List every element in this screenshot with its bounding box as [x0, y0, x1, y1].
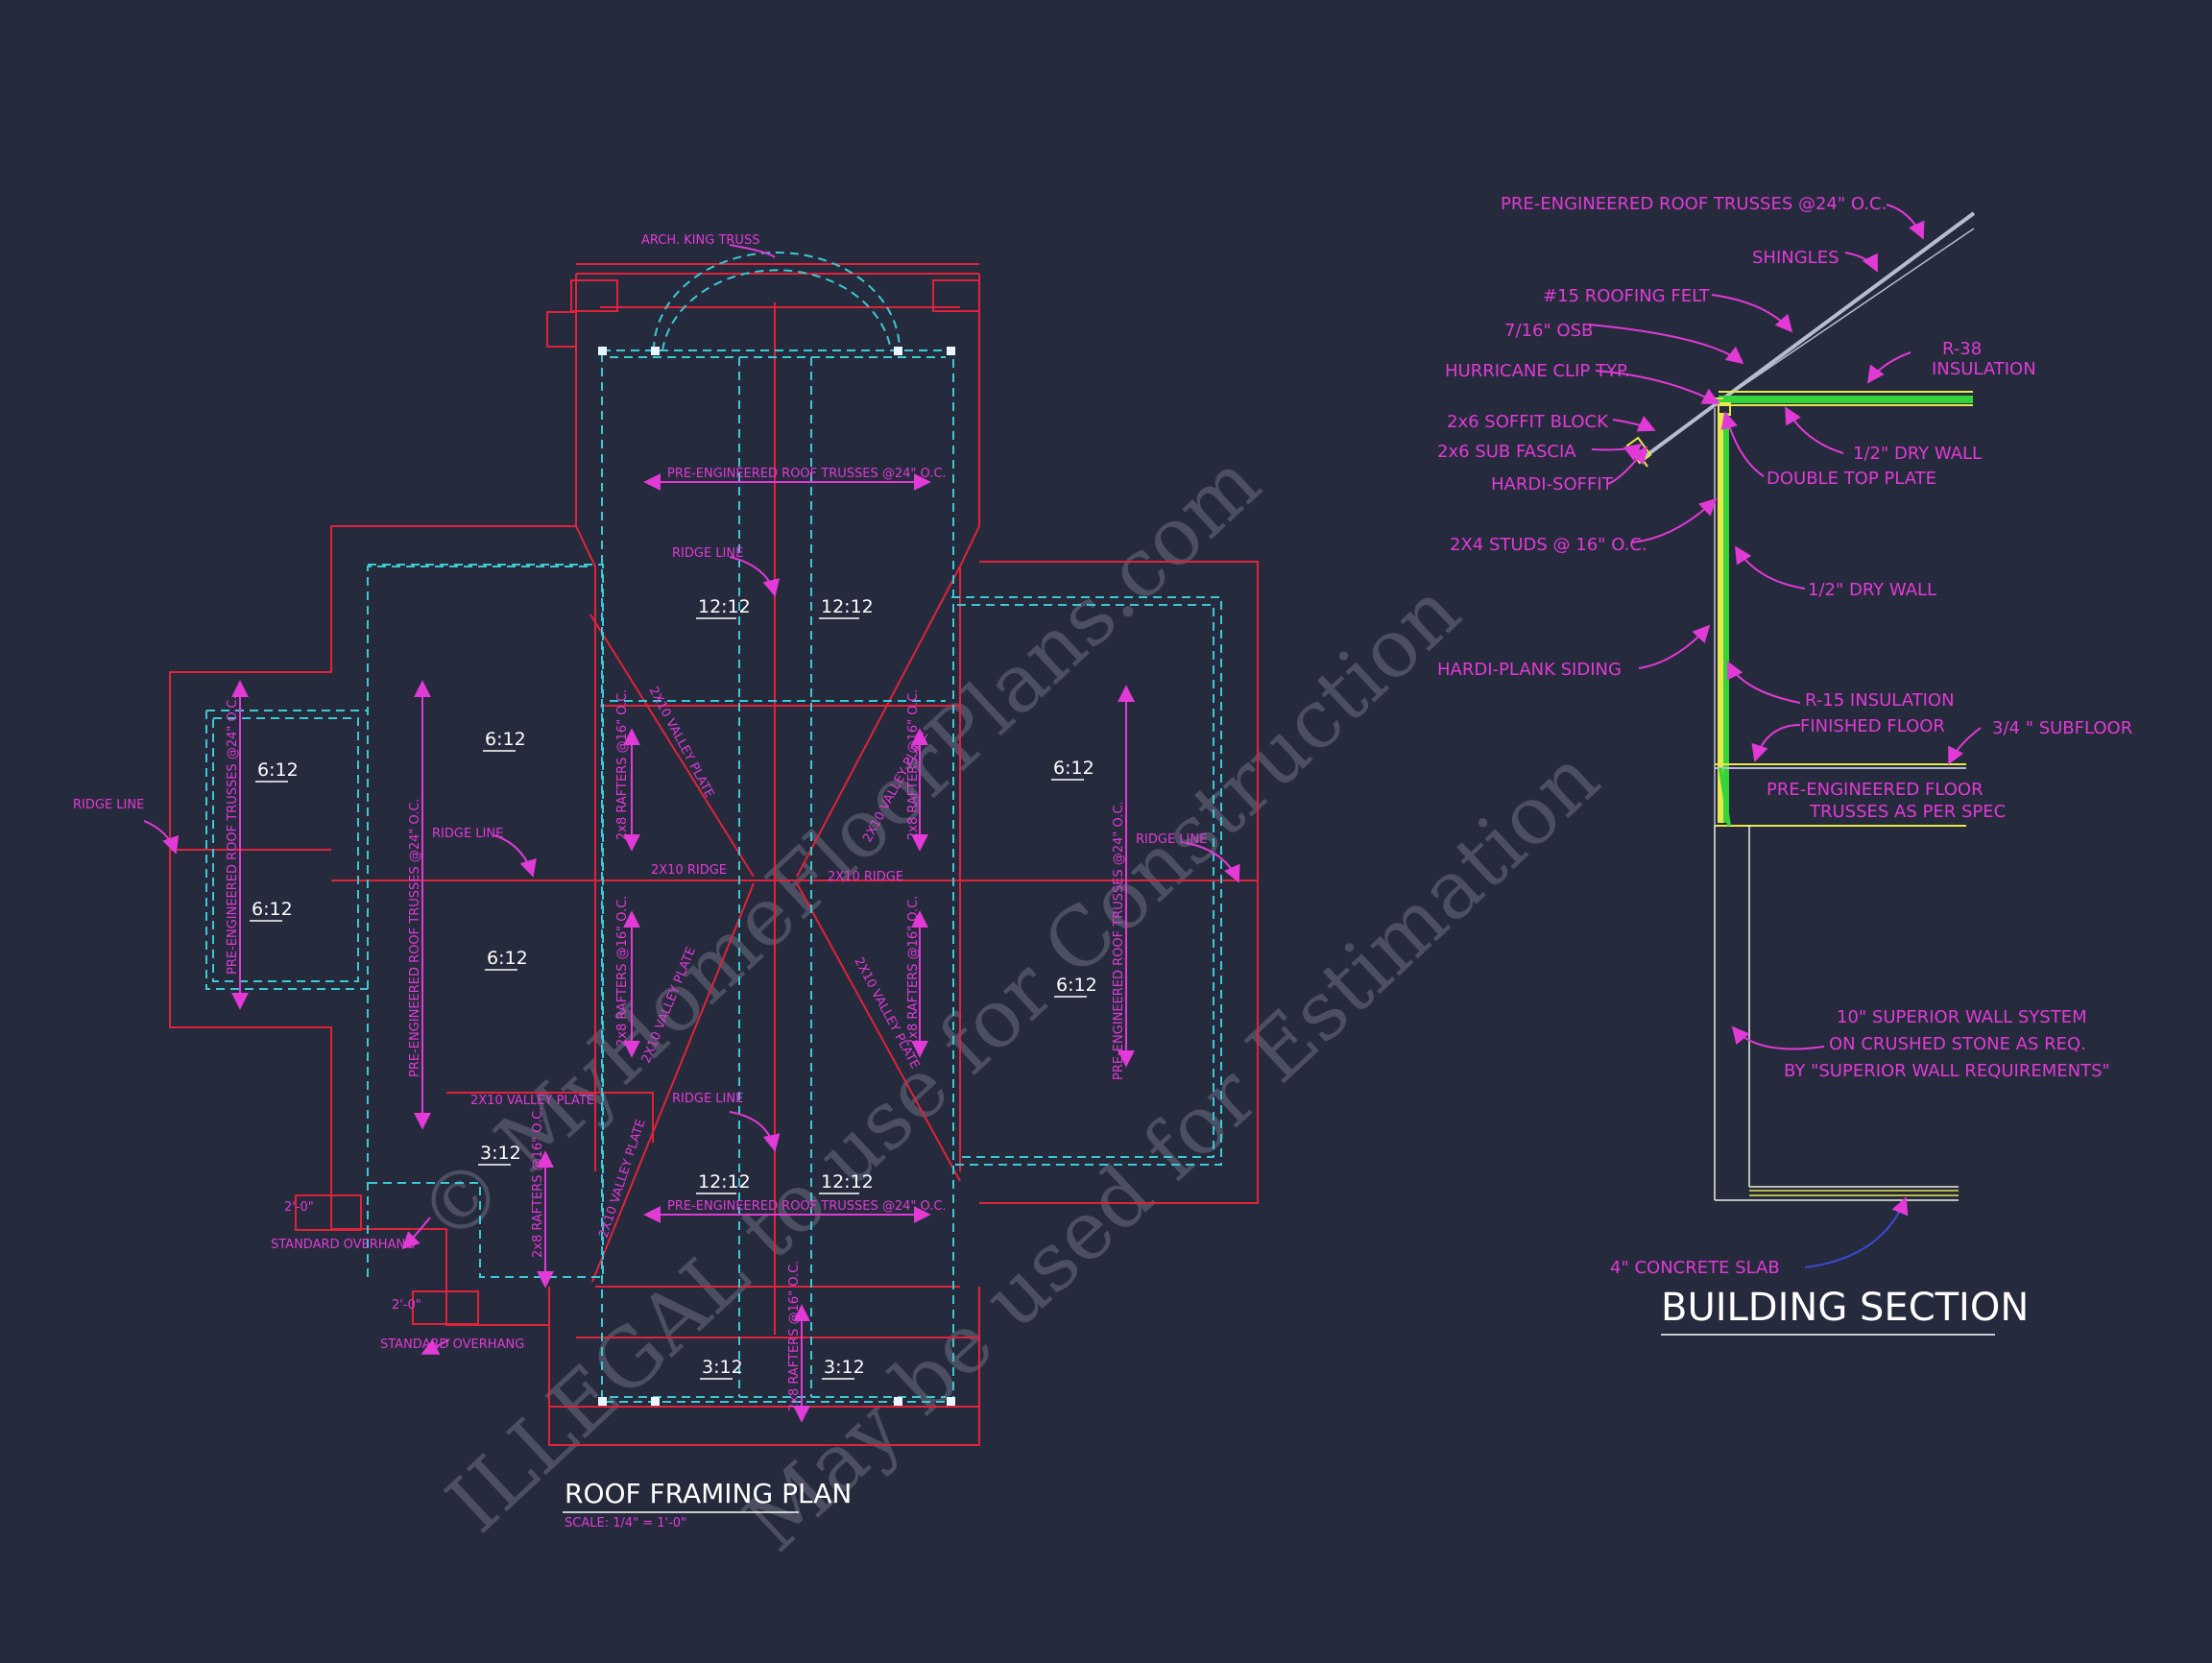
roof-plan-title: ROOF FRAMING PLAN [565, 1478, 852, 1509]
sub-fascia-label: 2x6 SUB FASCIA [1437, 442, 1576, 462]
pitch-label: 12:12 [698, 1171, 751, 1193]
hardi-soffit-label: HARDI-SOFFIT [1491, 474, 1614, 494]
valley-plate-note: 2X10 VALLEY PLATE [645, 685, 716, 801]
foundation-wall [1714, 826, 1959, 1201]
section-arrows [1588, 204, 1982, 1268]
ridge-line-note: RIDGE LINE [1136, 832, 1207, 847]
rafter-note: 2x8 RAFTERS @16" O.C. [615, 896, 630, 1047]
double-top-plate-label: DOUBLE TOP PLATE [1767, 469, 1936, 489]
finished-floor-label: FINISHED FLOOR [1800, 716, 1945, 736]
valley-plate-note: 2X10 VALLEY PLATE [597, 1118, 649, 1240]
rafter-note: 2x8 RAFTERS @16" O.C. [531, 1107, 545, 1258]
plan-notes: PRE-ENGINEERED ROOF TRUSSES @24" O.C. PR… [73, 233, 1207, 1352]
truss-note: PRE-ENGINEERED ROOF TRUSSES @24" O.C. [667, 467, 947, 481]
exterior-wall [1714, 402, 1731, 826]
pitch-label: 6:12 [487, 948, 528, 969]
hurricane-clip-label: HURRICANE CLIP TYP. [1445, 361, 1630, 381]
ridge-line-note: RIDGE LINE [672, 546, 743, 561]
pitch-label: 6:12 [485, 729, 526, 750]
pitch-label: 6:12 [252, 899, 293, 920]
subfloor-label: 3/4 " SUBFLOOR [1992, 718, 2132, 738]
overhang-note: STANDARD OVERHANG [271, 1238, 415, 1252]
ridge-line-note: RIDGE LINE [432, 827, 503, 841]
ceiling-drywall-label: 1/2" DRY WALL [1853, 444, 1982, 464]
ridge-note: 2X10 RIDGE [828, 870, 903, 884]
pitch-label: 12:12 [698, 596, 751, 617]
ceiling-joist [1714, 391, 1973, 406]
arch-king-truss-note: ARCH. KING TRUSS [641, 233, 759, 248]
overhang-dim: 2'-0" [284, 1200, 314, 1215]
overhang-dim: 2'-0" [392, 1298, 421, 1313]
pitch-label: 6:12 [1053, 758, 1094, 779]
r15-insulation-label: R-15 INSULATION [1805, 690, 1955, 711]
truss-note: PRE-ENGINEERED ROOF TRUSSES @24" O.C. [667, 1199, 947, 1214]
overhang-note: STANDARD OVERHANG [380, 1338, 524, 1352]
pitch-underlines [250, 617, 1087, 1380]
shingles-label: SHINGLES [1752, 248, 1839, 268]
rafter-note: 2x8 RAFTERS @16" O.C. [906, 896, 921, 1047]
section-labels: PRE-ENGINEERED ROOF TRUSSES @24" O.C. SH… [1437, 194, 2132, 1278]
wall-drywall-label: 1/2" DRY WALL [1808, 580, 1936, 600]
truss-note-right: PRE-ENGINEERED ROOF TRUSSES @24" O.C. [1112, 801, 1126, 1080]
plan-arrows [143, 244, 1240, 1423]
wall-system-label-2: ON CRUSHED STONE AS REQ. [1829, 1034, 2086, 1054]
pitch-label: 12:12 [821, 1171, 874, 1193]
pitch-label: 3:12 [480, 1143, 521, 1164]
corner-markers [598, 347, 955, 1406]
rafter-note: 2x8 RAFTERS @16" O.C. [906, 689, 921, 840]
ridge-line-note: RIDGE LINE [73, 798, 144, 812]
pitch-label: 6:12 [257, 759, 299, 781]
wall-system-label-1: 10" SUPERIOR WALL SYSTEM [1837, 1007, 2087, 1027]
truss-note-left: PRE-ENGINEERED ROOF TRUSSES @24" O.C. [408, 798, 422, 1077]
pitch-label: 12:12 [821, 596, 874, 617]
valley-plate-note: 2X10 VALLEY PLATE [470, 1094, 594, 1108]
floor-trusses-label-1: PRE-ENGINEERED FLOOR [1767, 780, 1984, 800]
rafter-note: 2x8 RAFTERS @16" O.C. [615, 689, 630, 840]
roofing-felt-label: #15 ROOFING FELT [1543, 286, 1711, 306]
pitch-label: 6:12 [1056, 975, 1097, 996]
wall-system-label-3: BY "SUPERIOR WALL REQUIREMENTS" [1784, 1061, 2110, 1081]
floor-system [1715, 763, 1966, 827]
pitch-labels: 12:12 12:12 12:12 12:12 6:12 6:12 6:12 6… [252, 596, 1097, 1378]
soffit-block-label: 2x6 SOFFIT BLOCK [1447, 412, 1609, 432]
truss-note-left: PRE-ENGINEERED ROOF TRUSSES @24" O.C. [226, 695, 240, 975]
pitch-label: 3:12 [824, 1357, 865, 1378]
pitch-label: 3:12 [702, 1357, 743, 1378]
r38-label: R-38 [1942, 339, 1982, 359]
roof-outline [169, 263, 1259, 1446]
wall-studs-label: 2X4 STUDS @ 16" O.C. [1450, 535, 1647, 555]
ridge-note: 2X10 RIDGE [651, 863, 727, 878]
roof-plan-scale: SCALE: 1/4" = 1'-0" [565, 1516, 686, 1530]
concrete-slab-label: 4" CONCRETE SLAB [1610, 1258, 1780, 1278]
floor-trusses-label-2: TRUSSES AS PER SPEC [1809, 802, 2006, 822]
building-section: PRE-ENGINEERED ROOF TRUSSES @24" O.C. SH… [1437, 194, 2132, 1336]
insulation-label: INSULATION [1932, 359, 2036, 379]
building-section-title: BUILDING SECTION [1661, 1286, 2029, 1330]
rafter-note: 2x8 RAFTERS @16" O.C. [787, 1261, 802, 1411]
roof-trusses-label: PRE-ENGINEERED ROOF TRUSSES @24" O.C. [1501, 194, 1887, 214]
ridge-line-note: RIDGE LINE [672, 1092, 743, 1106]
siding-label: HARDI-PLANK SIDING [1437, 660, 1622, 680]
osb-label: 7/16" OSB [1504, 321, 1593, 341]
